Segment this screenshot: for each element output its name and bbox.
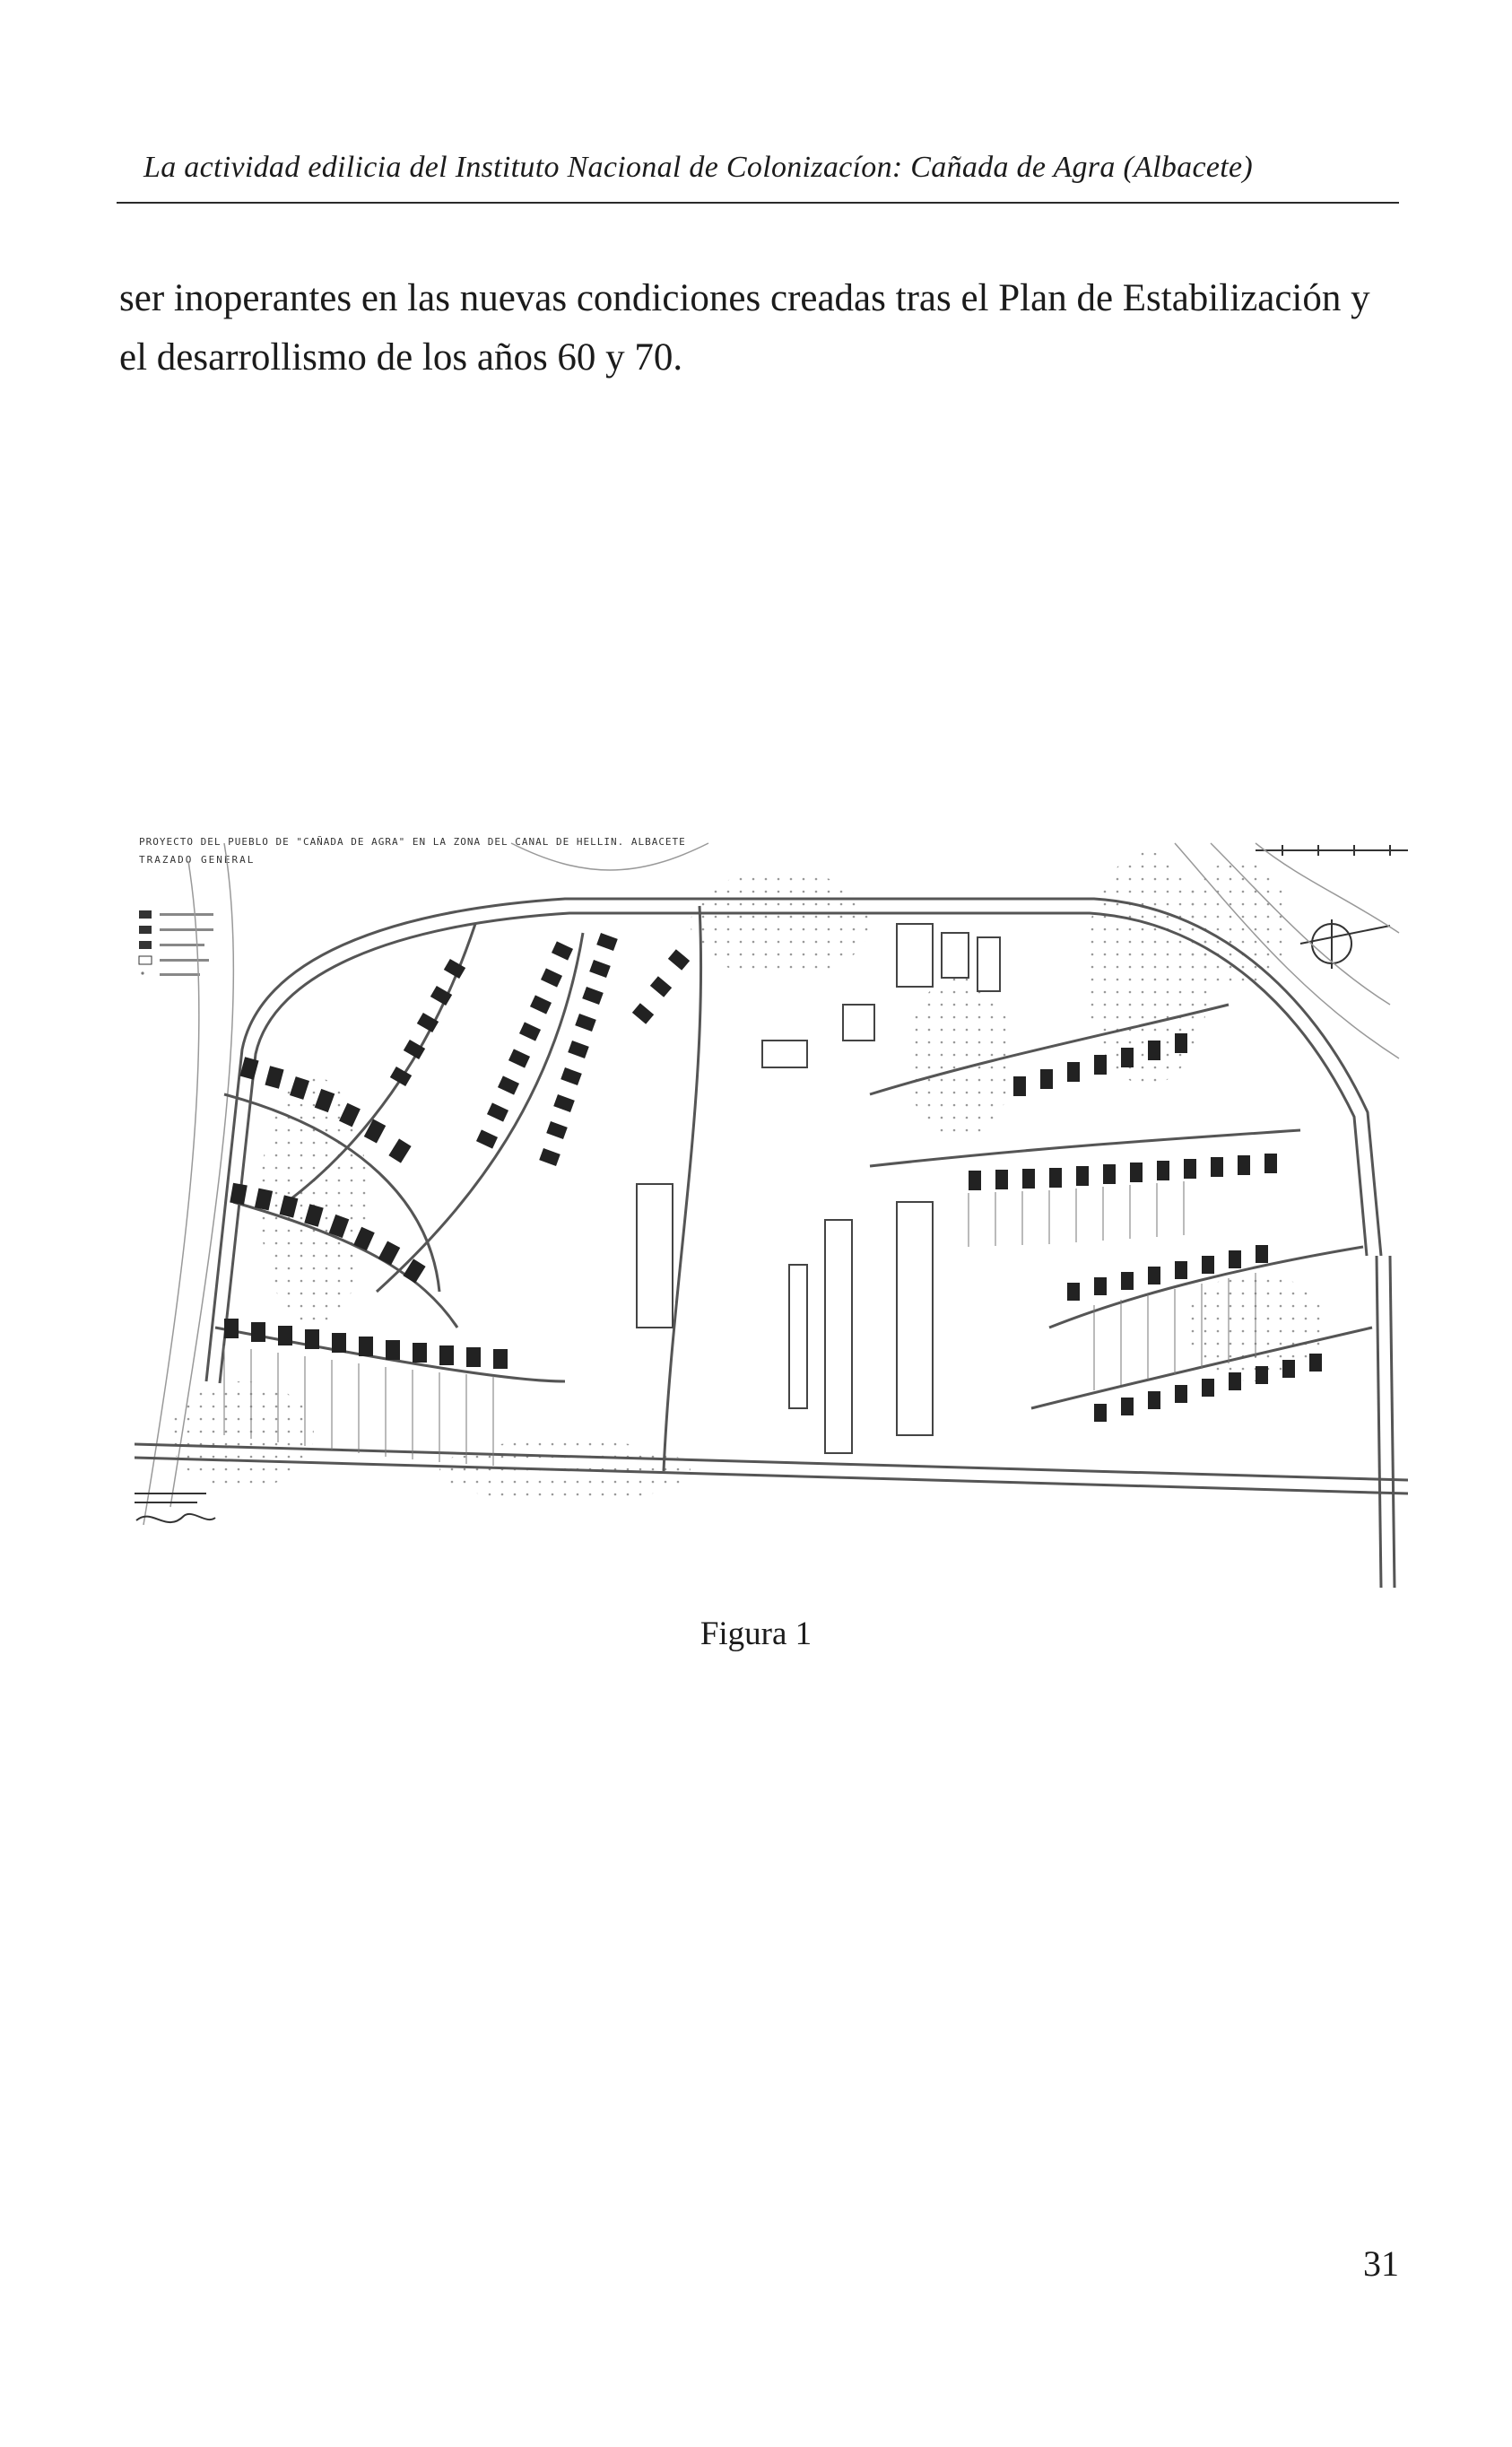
figure-site-plan: PROYECTO DEL PUEBLO DE "CAÑADA DE AGRA" …: [135, 825, 1408, 1588]
plot-lines: [223, 1181, 1256, 1466]
site-plan-drawing: PROYECTO DEL PUEBLO DE "CAÑADA DE AGRA" …: [135, 836, 1408, 1588]
running-header: La actividad edilicia del Instituto Naci…: [143, 151, 1254, 184]
house-blocks: [224, 933, 1322, 1422]
header-rule: [117, 202, 1399, 204]
legend: [138, 910, 213, 977]
scale-bar: [1256, 845, 1408, 856]
north-arrow-icon: [1299, 919, 1391, 969]
plan-title: PROYECTO DEL PUEBLO DE "CAÑADA DE AGRA" …: [139, 836, 686, 848]
contour-lines: [143, 842, 1400, 1526]
body-paragraph: ser inoperantes en las nuevas condicione…: [119, 277, 1370, 379]
page-number: 31: [1363, 2243, 1399, 2284]
signature-block: [135, 1493, 216, 1524]
plan-subtitle: TRAZADO GENERAL: [139, 854, 255, 866]
figure-caption: Figura 1: [700, 1615, 812, 1652]
roads: [135, 897, 1408, 1588]
civic-buildings: [636, 923, 1001, 1454]
